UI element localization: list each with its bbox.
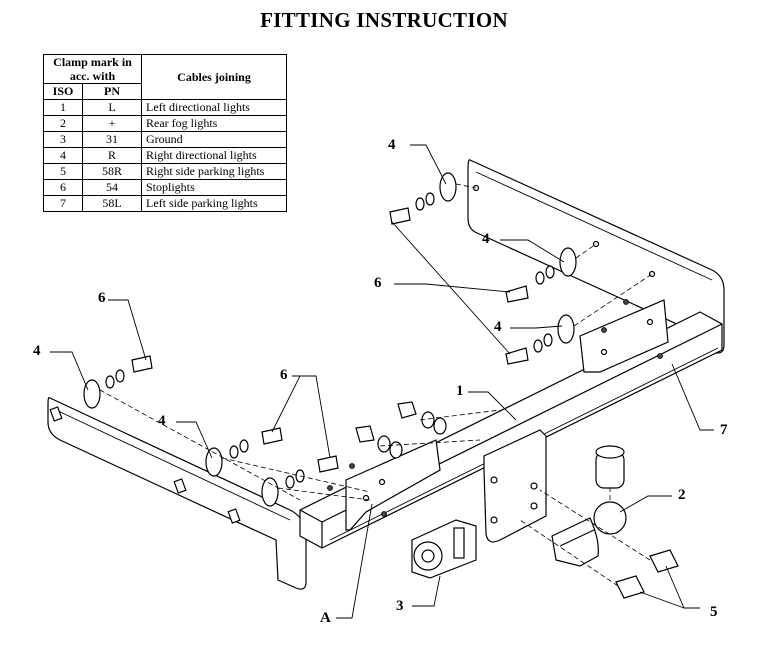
hitch-bracket: [483, 429, 547, 543]
cell-desc: Right directional lights: [141, 147, 287, 164]
header-clamp-mark: Clamp mark in acc. with: [43, 54, 142, 84]
callout-washer-left: 4: [33, 343, 41, 359]
callout-washer-center: 4: [158, 413, 166, 429]
leader-lines: [50, 144, 714, 619]
fasteners: [83, 172, 679, 599]
header-pn: PN: [82, 83, 142, 100]
table-header-row: Clamp mark in acc. with Cables joining: [43, 54, 287, 100]
cell-desc: Stoplights: [141, 179, 287, 196]
callout-washer-mid: 4: [482, 231, 490, 247]
callout-bolt-right: 6: [374, 275, 382, 291]
callout-point-a: A: [320, 610, 331, 626]
socket-plate: [411, 519, 477, 579]
cell-pn: 54: [82, 179, 142, 196]
cell-desc: Ground: [141, 131, 287, 148]
cell-pn: 58L: [82, 195, 142, 212]
callout-washer-lower: 4: [494, 319, 502, 335]
callout-bolt-left: 6: [98, 290, 106, 306]
cell-pn: 31: [82, 131, 142, 148]
callout-cross-beam: 1: [456, 383, 464, 399]
callout-washer-top: 4: [388, 137, 396, 153]
callout-bolt-center: 6: [280, 367, 288, 383]
callout-ball-bolts: 5: [710, 604, 718, 620]
beam-mount-plates: [345, 299, 669, 531]
cell-desc: Left side parking lights: [141, 195, 287, 212]
callout-socket-plate: 3: [396, 598, 404, 614]
assembly-lines: [99, 183, 653, 587]
cable-table: Clamp mark in acc. with Cables joining I…: [43, 54, 287, 212]
callout-tow-ball: 2: [678, 487, 686, 503]
header-cables-joining: Cables joining: [141, 54, 287, 100]
cell-desc: Right side parking lights: [141, 163, 287, 180]
tow-ball: [551, 445, 627, 567]
page-title: FITTING INSTRUCTION: [260, 8, 508, 32]
callout-right-nut: 7: [720, 422, 728, 438]
cell-iso: 7: [43, 195, 83, 212]
